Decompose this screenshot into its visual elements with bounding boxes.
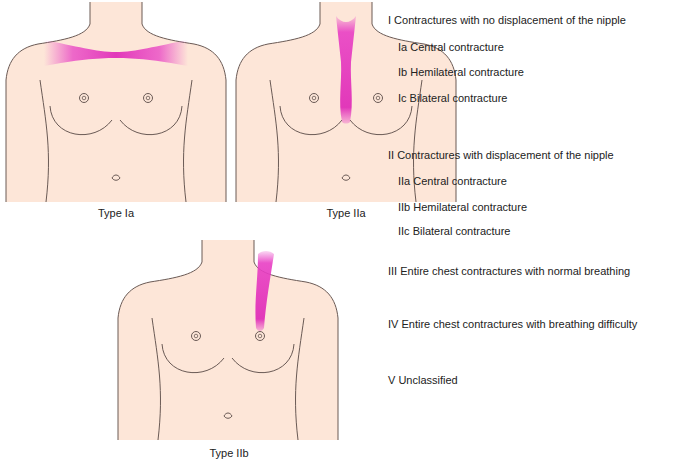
contracture-band <box>336 16 356 124</box>
classification-item: Ic Bilateral contracture <box>398 92 507 105</box>
classification-item: II Contractures with displacement of the… <box>388 149 614 162</box>
contracture-band <box>255 251 274 331</box>
contracture-band <box>44 40 188 66</box>
torso-figure <box>118 240 338 440</box>
classification-item: Ib Hemilateral contracture <box>398 66 524 79</box>
classification-item: IV Entire chest contractures with breath… <box>388 318 637 331</box>
figure-caption: Type IIa <box>326 207 365 220</box>
classification-item: III Entire chest contractures with norma… <box>388 265 630 278</box>
figure-caption: Type IIb <box>209 447 248 460</box>
torso-figure <box>6 2 226 202</box>
classification-item: I Contractures with no displacement of t… <box>388 14 626 27</box>
classification-item: Ia Central contracture <box>398 41 504 54</box>
classification-item: IIa Central contracture <box>398 175 507 188</box>
classification-item: IIc Bilateral contracture <box>398 225 511 238</box>
classification-item: V Unclassified <box>388 374 458 387</box>
classification-item: IIb Hemilateral contracture <box>398 201 527 214</box>
figure-caption: Type Ia <box>98 207 134 220</box>
